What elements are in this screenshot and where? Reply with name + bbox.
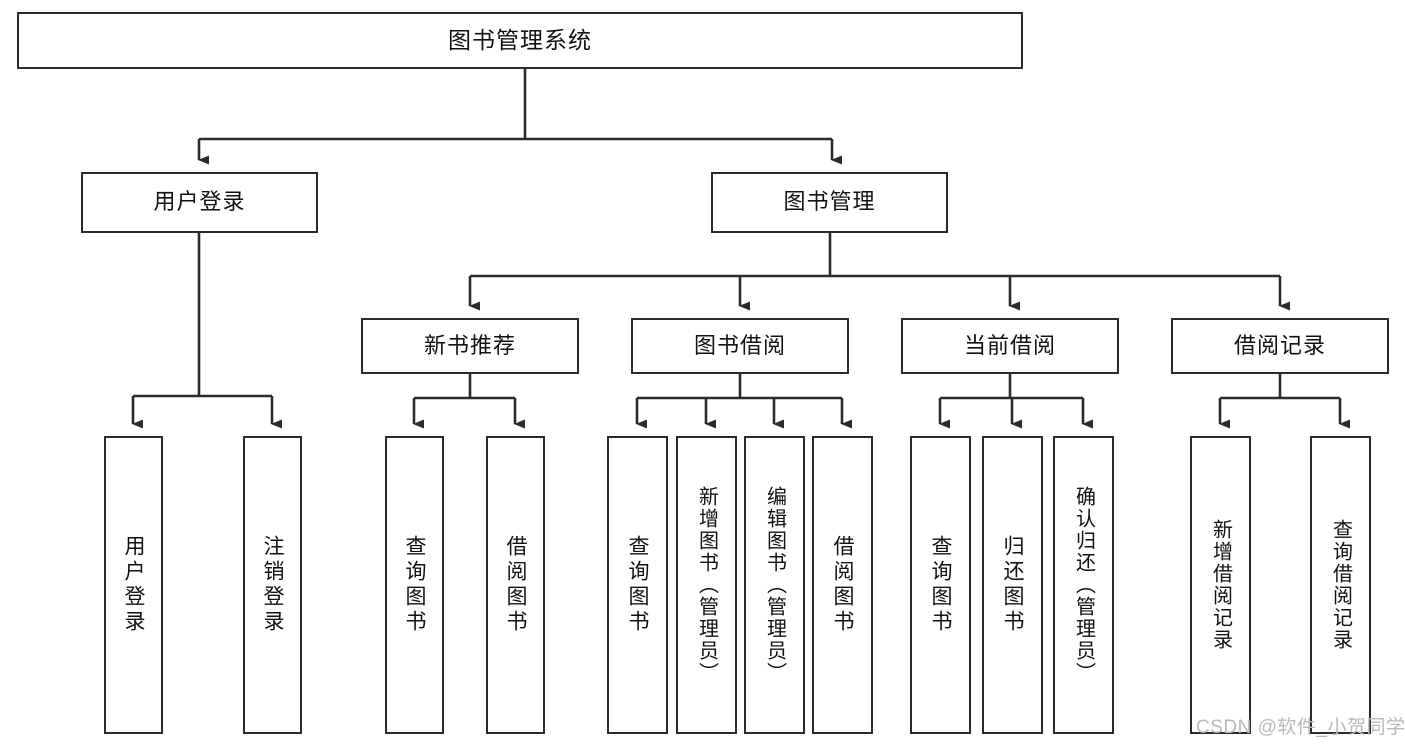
node-leaf-borrow-book-1[interactable]: 借阅图书: [486, 436, 545, 734]
node-leaf-add-book-admin[interactable]: 新增图书（管理员）: [676, 436, 737, 734]
node-current-borrow[interactable]: 当前借阅: [901, 318, 1119, 374]
node-leaf-query-book-2-label: 查询图书: [626, 535, 649, 635]
node-leaf-query-book-3-label: 查询图书: [929, 535, 952, 635]
node-root[interactable]: 图书管理系统: [17, 12, 1023, 69]
node-book-borrow-label: 图书借阅: [693, 332, 786, 358]
wire-group-root: [197, 69, 842, 165]
node-leaf-add-borrow-record-label: 新增借阅记录: [1209, 519, 1232, 651]
wire-group-borrow-record: [1218, 374, 1350, 429]
node-leaf-borrow-book-1-label: 借阅图书: [504, 535, 527, 635]
node-leaf-logout-login[interactable]: 注销登录: [243, 436, 302, 734]
node-leaf-edit-book-admin[interactable]: 编辑图书（管理员）: [744, 436, 805, 734]
node-root-label: 图书管理系统: [448, 26, 592, 53]
node-leaf-logout-login-label: 注销登录: [261, 535, 284, 635]
node-leaf-query-borrow-record-label: 查询借阅记录: [1329, 519, 1352, 651]
node-book-borrow[interactable]: 图书借阅: [631, 318, 849, 374]
node-borrow-record[interactable]: 借阅记录: [1171, 318, 1389, 374]
node-leaf-edit-book-admin-label: 编辑图书（管理员）: [763, 486, 786, 684]
wire-group-user-login: [131, 233, 282, 429]
node-leaf-confirm-return-admin-label: 确认归还（管理员）: [1072, 486, 1095, 684]
node-user-login-label: 用户登录: [153, 189, 246, 215]
wire-group-book-borrow: [635, 374, 852, 429]
node-leaf-borrow-book-2-label: 借阅图书: [831, 535, 854, 635]
node-leaf-borrow-book-2[interactable]: 借阅图书: [812, 436, 873, 734]
wire-group-current-borrow: [938, 374, 1093, 429]
node-leaf-query-book-2[interactable]: 查询图书: [607, 436, 668, 734]
wire-group-new-book-recommend: [412, 374, 525, 429]
node-leaf-add-borrow-record[interactable]: 新增借阅记录: [1190, 436, 1251, 734]
csdn-watermark: CSDN @软件_小贺同学: [1196, 712, 1405, 739]
node-leaf-confirm-return-admin[interactable]: 确认归还（管理员）: [1053, 436, 1114, 734]
node-leaf-query-book-1[interactable]: 查询图书: [385, 436, 444, 734]
node-leaf-return-book-label: 归还图书: [1001, 535, 1024, 635]
node-leaf-user-login[interactable]: 用户登录: [104, 436, 163, 734]
node-leaf-return-book[interactable]: 归还图书: [982, 436, 1043, 734]
node-leaf-query-book-3[interactable]: 查询图书: [910, 436, 971, 734]
node-user-login[interactable]: 用户登录: [81, 172, 318, 233]
node-new-book-recommend[interactable]: 新书推荐: [361, 318, 579, 374]
csdn-watermark-text: CSDN @软件_小贺同学: [1196, 717, 1405, 738]
node-new-book-recommend-label: 新书推荐: [423, 332, 516, 358]
node-leaf-query-borrow-record[interactable]: 查询借阅记录: [1310, 436, 1371, 734]
node-book-manage[interactable]: 图书管理: [711, 172, 948, 233]
node-leaf-user-login-label: 用户登录: [122, 535, 145, 635]
node-borrow-record-label: 借阅记录: [1233, 332, 1326, 358]
node-leaf-query-book-1-label: 查询图书: [403, 535, 426, 635]
node-book-manage-label: 图书管理: [783, 189, 876, 215]
wire-group-book-manage: [468, 233, 1290, 311]
node-leaf-add-book-admin-label: 新增图书（管理员）: [695, 486, 718, 684]
node-current-borrow-label: 当前借阅: [963, 332, 1056, 358]
